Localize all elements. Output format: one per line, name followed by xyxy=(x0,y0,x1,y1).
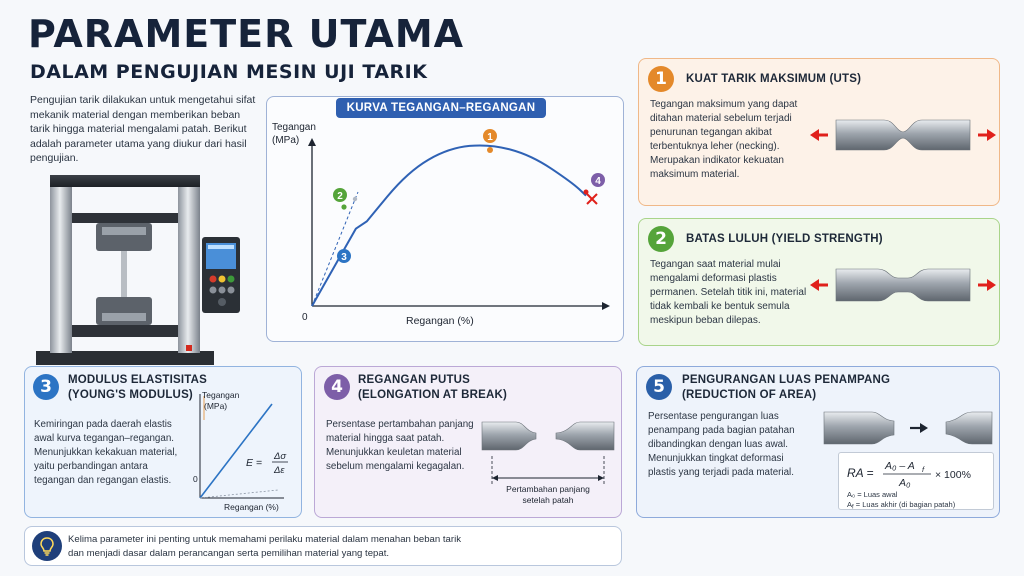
formula-e-left: E = xyxy=(246,457,262,469)
broken-left-half xyxy=(481,421,537,451)
x-axis-label: Regangan (%) xyxy=(406,315,474,327)
card-modulus xyxy=(24,366,302,518)
modulus-mini-chart: Tegangan (MPa) Regangan (%) 0 E = Δσ Δε xyxy=(193,390,288,512)
curve-panel-title: KURVA TEGANGAN–REGANGAN xyxy=(336,98,546,118)
card-uts-text: Tegangan maksimum yang dapat ditahan mat… xyxy=(650,99,798,180)
page-title: PARAMETER UTAMA xyxy=(28,12,465,56)
card-reduction-title-line2: (REDUCTION OF AREA) xyxy=(682,389,817,401)
tensile-machine-illustration xyxy=(36,175,240,365)
mini-guide-line xyxy=(199,489,279,499)
svg-text:1: 1 xyxy=(487,132,493,143)
elongation-caption-line2: setelah patah xyxy=(522,495,573,505)
yield-end-point xyxy=(352,196,358,202)
formula-ra-left: RA = xyxy=(847,466,874,480)
mini-y-label-line2: (MPa) xyxy=(204,401,227,411)
broken-specimen-illustration: Pertambahan panjang setelah patah xyxy=(481,421,615,505)
svg-text:4: 4 xyxy=(595,176,601,187)
card-reduction-title-line1: PENGURANGAN LUAS PENAMPANG xyxy=(682,374,891,386)
origin-label: 0 xyxy=(302,312,308,323)
formula-legend-1: A₀ = Luas awal xyxy=(847,490,898,499)
yield-point xyxy=(341,204,347,210)
formula-ra-den: A₀ xyxy=(898,477,911,489)
fractured-section xyxy=(945,411,993,445)
fracture-x-icon xyxy=(586,193,598,205)
stress-strain-chart: Tegangan (MPa) Regangan (%) 0 1 2 3 4 xyxy=(272,122,610,327)
card-yield-text: Tegangan saat material mulai mengalami d… xyxy=(650,259,807,326)
page-subtitle: DALAM PENGUJIAN MESIN UJI TARIK xyxy=(30,61,428,83)
card-elongation-title-line2: (ELONGATION AT BREAK) xyxy=(358,389,507,401)
right-arrow-icon xyxy=(910,423,928,433)
card-modulus-number: 3 xyxy=(33,374,59,400)
svg-text:3: 3 xyxy=(341,252,347,263)
x-axis-arrow xyxy=(602,302,610,310)
mini-origin: 0 xyxy=(193,474,198,484)
card-reduction-text: Persentase pengurangan luas penampang pa… xyxy=(648,411,795,478)
stress-strain-panel xyxy=(266,96,624,342)
break-point xyxy=(583,189,589,195)
area-reduction-illustration xyxy=(823,411,993,445)
formula-ra-right: × 100% xyxy=(935,469,971,481)
formula-e-den: Δε xyxy=(273,465,285,476)
y-axis-label-line2: (MPa) xyxy=(272,135,299,146)
mini-y-label-line1: Tegangan xyxy=(202,390,240,400)
marker-3: 3 xyxy=(337,249,351,263)
lightbulb-icon xyxy=(32,531,62,561)
card-elongation-number: 4 xyxy=(324,374,350,400)
card-yield-title: BATAS LULUH (YIELD STRENGTH) xyxy=(686,233,883,245)
marker-1: 1 xyxy=(483,129,497,143)
initial-section xyxy=(823,411,895,445)
y-axis-label-line1: Tegangan xyxy=(272,122,316,133)
footer-text-line2: dan menjadi dasar dalam perancangan sert… xyxy=(68,548,390,559)
mini-elastic-line xyxy=(199,403,273,499)
necking-specimen-illustration xyxy=(810,119,996,151)
card-modulus-title-line1: MODULUS ELASTISITAS xyxy=(68,374,208,386)
card-reduction-number: 5 xyxy=(646,374,672,400)
intro-paragraph: Pengujian tarik dilakukan untuk mengetah… xyxy=(30,94,256,164)
marker-2: 2 xyxy=(333,188,347,202)
formula-ra-num: A₀ – A xyxy=(884,460,915,472)
broken-right-half xyxy=(555,421,615,451)
formula-legend-2: Af = Luas akhir (di bagian patah) xyxy=(847,500,956,511)
marker-4: 4 xyxy=(591,173,605,187)
left-pull-arrow-icon xyxy=(810,129,828,141)
formula-e-num: Δσ xyxy=(273,451,287,462)
left-pull-arrow-icon xyxy=(810,279,828,291)
card-modulus-text: Kemiringan pada daerah elastis awal kurv… xyxy=(34,419,178,486)
reduction-formula-box: RA = A₀ – A f A₀ × 100% A₀ = Luas awal A… xyxy=(838,452,994,511)
yield-specimen-illustration xyxy=(810,268,996,302)
formula-ra-num-sub: f xyxy=(922,465,925,474)
mini-x-label: Regangan (%) xyxy=(224,502,279,512)
card-elongation-title-line1: REGANGAN PUTUS xyxy=(358,374,471,386)
elastic-slope-guide xyxy=(311,191,359,307)
card-yield-number: 2 xyxy=(648,226,674,252)
footer-text-line1: Kelima parameter ini penting untuk memah… xyxy=(68,534,462,545)
card-uts-title: KUAT TARIK MAKSIMUM (UTS) xyxy=(686,73,862,85)
stress-strain-curve xyxy=(311,144,587,307)
uts-point xyxy=(487,147,493,153)
card-uts-number: 1 xyxy=(648,66,674,92)
right-pull-arrow-icon xyxy=(978,279,996,291)
card-modulus-title-line2: (YOUNG'S MODULUS) xyxy=(68,389,193,401)
svg-text:2: 2 xyxy=(337,191,343,202)
y-axis-arrow xyxy=(308,138,316,146)
card-elongation-text: Persentase pertambahan panjang material … xyxy=(326,419,474,472)
footer-note xyxy=(24,526,622,566)
elongation-caption-line1: Pertambahan panjang xyxy=(506,484,590,494)
right-pull-arrow-icon xyxy=(978,129,996,141)
